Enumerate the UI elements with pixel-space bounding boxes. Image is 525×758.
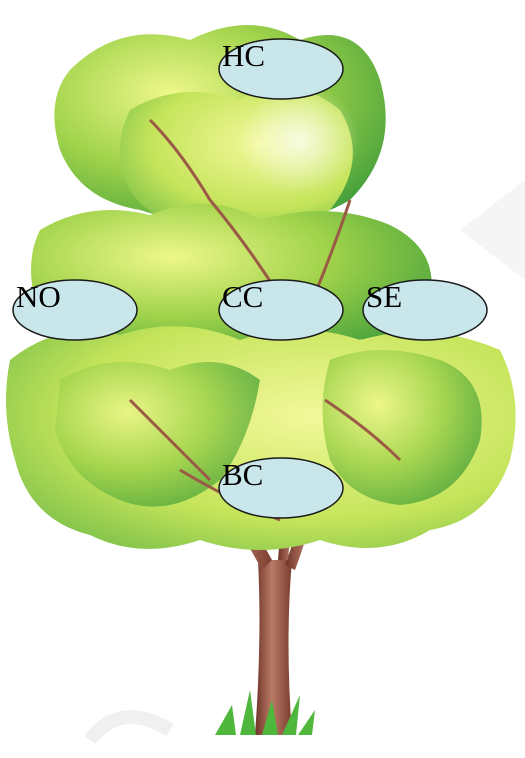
node-hc-ellipse [218,38,344,100]
watermark-swirl [84,710,174,745]
node-hc-label: HC [222,38,266,73]
node-cc-label: CC [222,279,264,314]
node-no: NO [12,279,138,341]
node-bc-ellipse [218,457,344,519]
watermark-shape [460,180,525,280]
node-se: SE [362,279,488,341]
node-se-label: SE [366,279,403,314]
node-se-ellipse [362,279,488,341]
node-no-label: NO [16,279,61,314]
node-cc-ellipse [218,279,344,341]
node-cc: CC [218,279,344,341]
node-bc-label: BC [222,457,264,492]
tree-trunk [255,560,292,735]
node-bc: BC [218,457,344,519]
grass-tuft [215,690,315,735]
tree-foliage [6,25,516,550]
node-no-ellipse [12,279,138,341]
node-hc: HC [218,38,344,100]
